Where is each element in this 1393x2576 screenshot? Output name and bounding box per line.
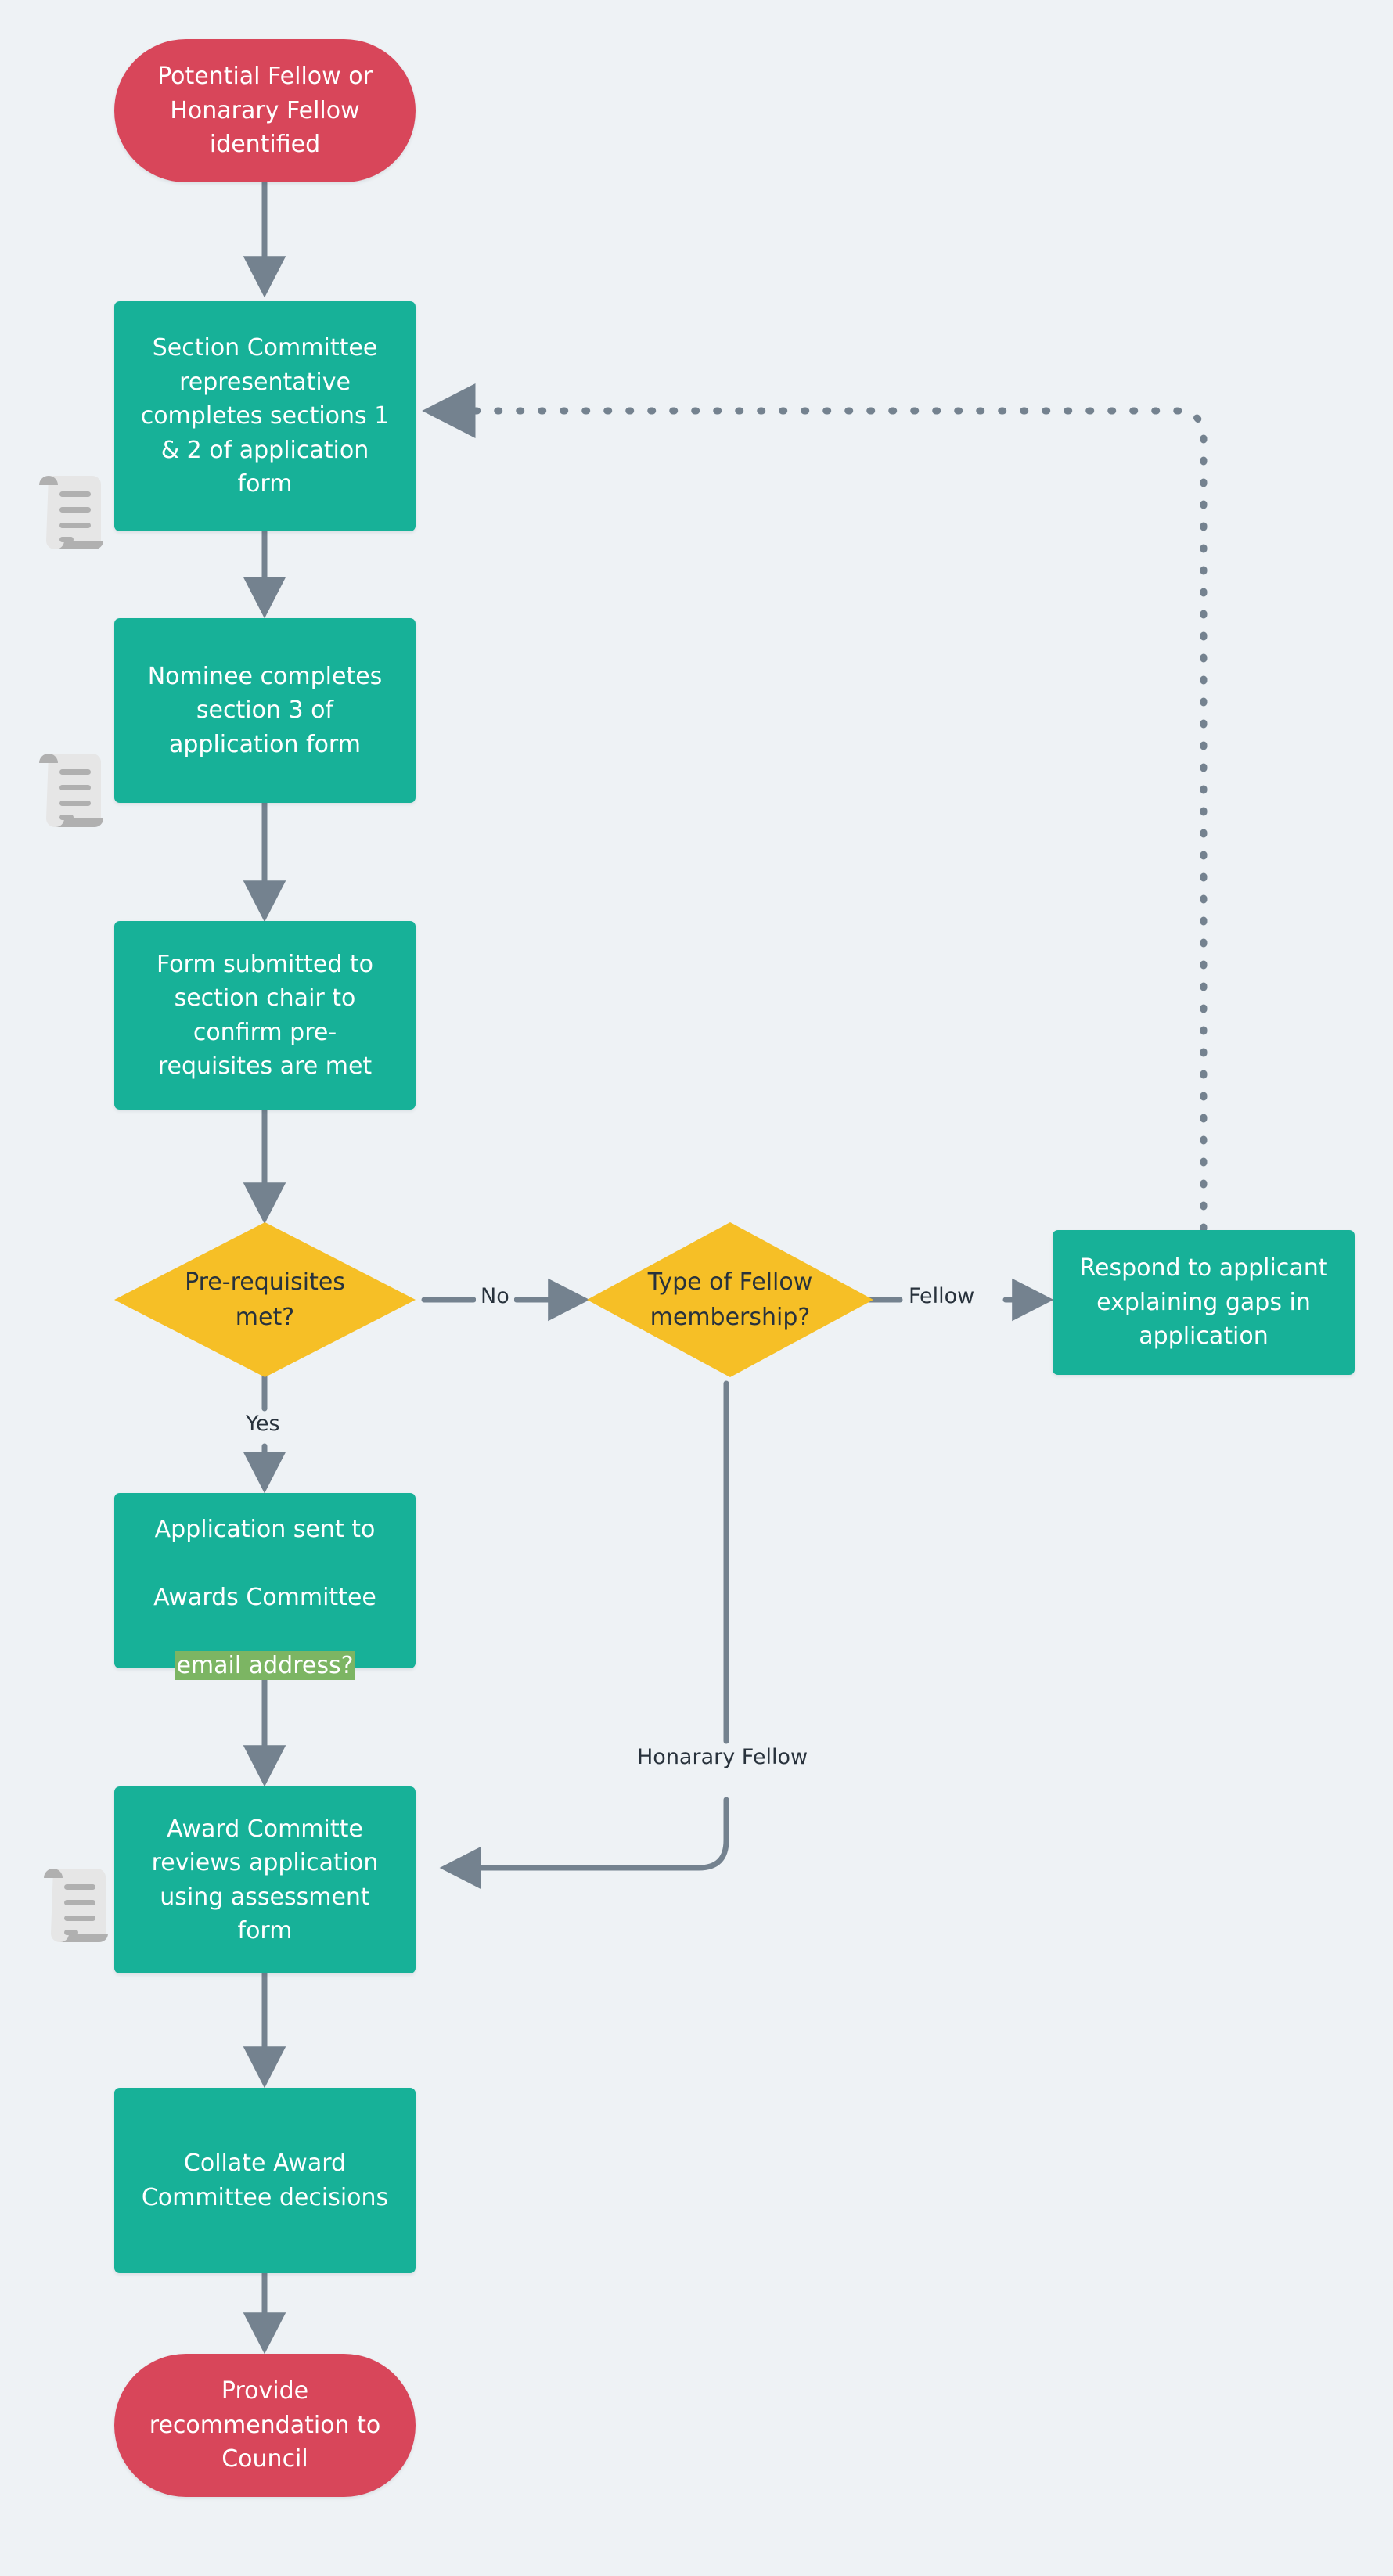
- node-nominee[interactable]: Nominee completes section 3 of applicati…: [114, 618, 416, 803]
- edge-label-fellow: Fellow: [904, 1284, 980, 1308]
- edge-label-honorary-fellow: Honarary Fellow: [632, 1745, 813, 1769]
- node-application-sent-line2: Awards Committee: [153, 1584, 376, 1611]
- node-form-submitted-label: Form submitted to section chair to confi…: [156, 950, 374, 1081]
- node-prereq-decision[interactable]: Pre-requisites met?: [114, 1222, 416, 1377]
- node-respond-applicant-label: Respond to applicant explaining gaps in …: [1079, 1254, 1328, 1351]
- node-section-committee-label: Section Committee representative complet…: [140, 334, 390, 498]
- node-section-committee[interactable]: Section Committee representative complet…: [114, 301, 416, 531]
- document-scroll-icon: [39, 476, 103, 549]
- node-application-sent-label: Application sent to Awards Committee ema…: [142, 1479, 387, 1683]
- node-nominee-label: Nominee completes section 3 of applicati…: [147, 662, 383, 758]
- node-form-submitted[interactable]: Form submitted to section chair to confi…: [114, 921, 416, 1110]
- node-end-label: Provide recommendation to Council: [149, 2377, 381, 2473]
- document-scroll-icon: [39, 754, 103, 827]
- node-collate-label: Collate Award Committee decisions: [141, 2150, 389, 2211]
- edge-label-yes: Yes: [241, 1412, 285, 1436]
- edge-honorary-seg2: [439, 1797, 729, 1890]
- node-start-label: Potential Fellow or Honarary Fellow iden…: [157, 63, 373, 159]
- node-prereq-decision-label: Pre-requisites met?: [185, 1268, 345, 1331]
- node-application-sent-line3-highlight: email address?: [175, 1651, 355, 1680]
- node-start[interactable]: Potential Fellow or Honarary Fellow iden…: [114, 39, 416, 182]
- node-end[interactable]: Provide recommendation to Council: [114, 2354, 416, 2497]
- node-fellow-type-decision[interactable]: Type of Fellow membership?: [587, 1222, 873, 1377]
- node-fellow-type-decision-label: Type of Fellow membership?: [647, 1268, 813, 1331]
- node-collate[interactable]: Collate Award Committee decisions: [114, 2088, 416, 2273]
- node-respond-applicant[interactable]: Respond to applicant explaining gaps in …: [1053, 1230, 1355, 1375]
- edge-feedback-dashed: [422, 383, 1208, 1232]
- node-application-sent-line1: Application sent to: [154, 1516, 376, 1543]
- document-scroll-icon: [44, 1869, 108, 1942]
- node-application-sent[interactable]: Application sent to Awards Committee ema…: [114, 1493, 416, 1680]
- edge-label-no: No: [476, 1284, 514, 1308]
- node-award-review[interactable]: Award Committe reviews application using…: [114, 1786, 416, 1973]
- node-award-review-label: Award Committe reviews application using…: [151, 1815, 379, 1945]
